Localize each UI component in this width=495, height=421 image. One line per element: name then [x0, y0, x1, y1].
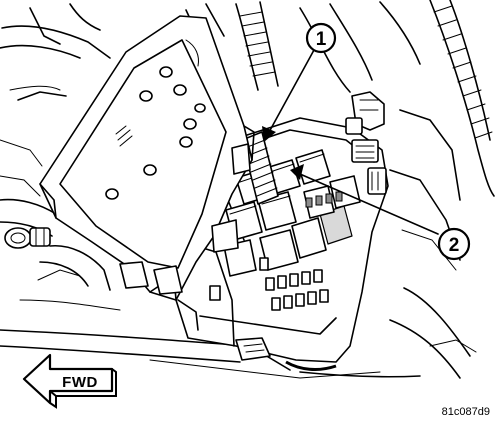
leader-1-arrowhead [262, 126, 276, 142]
relay-blocks [223, 149, 361, 277]
engine-bay-background [0, 0, 495, 379]
ribbed-hose-right [433, 5, 493, 139]
forward-label: FWD [62, 374, 98, 391]
leader-lines [262, 49, 439, 235]
fuse-box-cover [39, 15, 255, 301]
hose-clamp [4, 227, 51, 249]
callout-1-number: 1 [316, 29, 327, 50]
side-connectors [345, 117, 387, 195]
wiring-harness-connector [241, 131, 279, 205]
cover-bosses [105, 66, 206, 200]
ribbed-hose-top [239, 11, 276, 77]
mini-fuses [209, 191, 343, 311]
forward-direction-arrow: FWD [22, 353, 117, 409]
callout-2-number: 2 [449, 235, 460, 256]
callout-1: 1 [305, 22, 337, 54]
callout-2: 2 [437, 227, 471, 261]
figure-id: 81c087d9 [442, 406, 490, 418]
leader-2-arrowhead [290, 164, 304, 180]
